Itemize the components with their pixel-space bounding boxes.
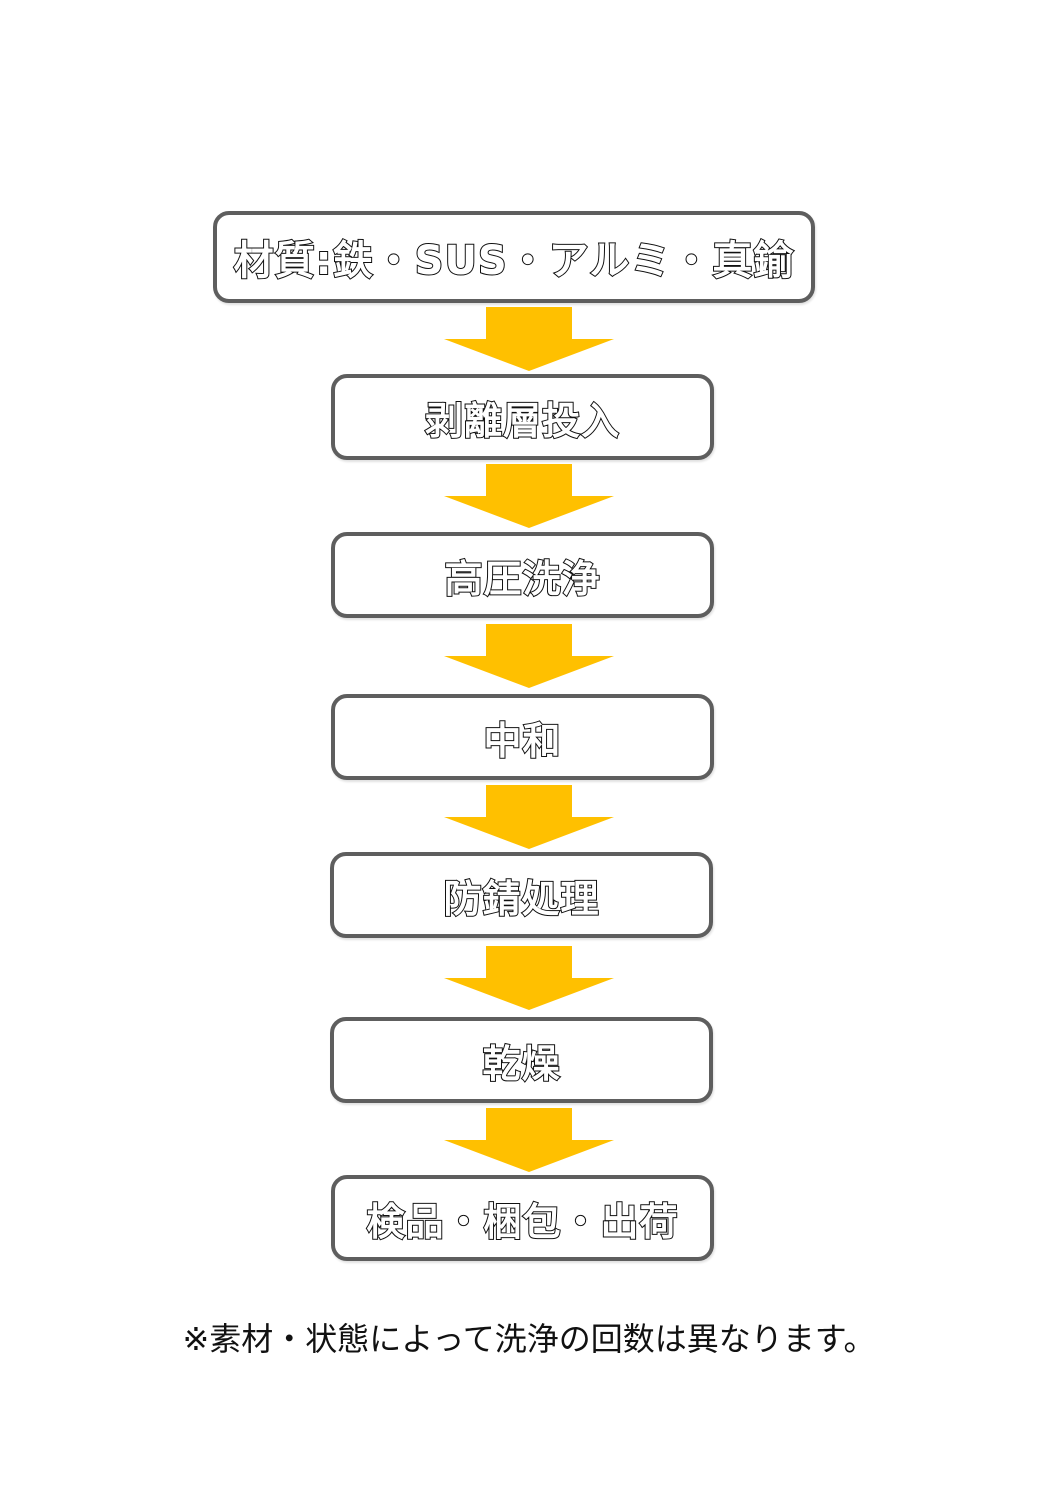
flow-arrow-3 [444,624,614,688]
step-drying: 乾燥 [330,1017,713,1103]
flow-arrow-4 [444,785,614,849]
step-stripping: 剥離層投入 [331,374,714,460]
step-stripping-label: 剥離層投入 [424,398,620,444]
step-rust-prevention-label: 防錆処理 [442,876,600,922]
step-neutralization-label: 中和 [482,718,562,764]
step-neutralization: 中和 [331,694,714,780]
flow-arrow-5 [444,946,614,1010]
flow-arrow-2 [444,464,614,528]
step-high-pressure-wash: 高圧洗浄 [331,532,714,618]
step-material-label: 材質:鉄・SUS・アルミ・真鍮 [233,237,795,285]
step-material: 材質:鉄・SUS・アルミ・真鍮 [213,211,815,303]
step-drying-label: 乾燥 [481,1041,561,1087]
flow-arrow-6 [444,1108,614,1172]
footnote: ※素材・状態によって洗浄の回数は異なります。 [182,1320,876,1358]
step-inspection-shipping: 検品・梱包・出荷 [331,1175,714,1261]
step-rust-prevention: 防錆処理 [330,852,713,938]
step-high-pressure-wash-label: 高圧洗浄 [443,556,601,602]
flow-arrow-1 [444,307,614,371]
step-inspection-shipping-label: 検品・梱包・出荷 [365,1199,679,1245]
